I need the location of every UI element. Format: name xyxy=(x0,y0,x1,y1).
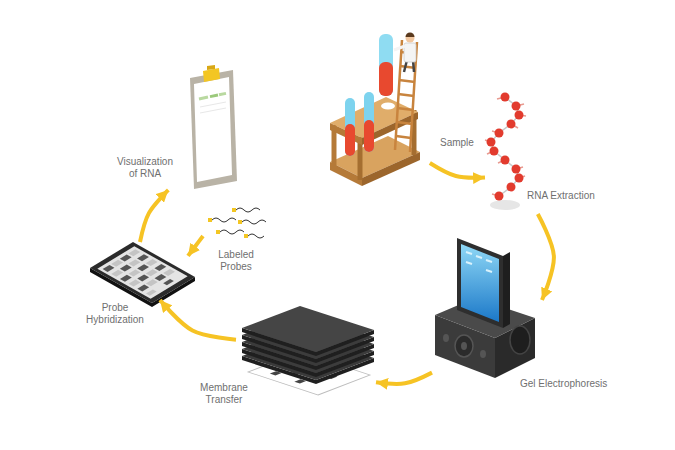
hybridization-tablet xyxy=(90,242,195,307)
labeled-probes xyxy=(212,208,266,238)
step-node: Gel Electrophoresis xyxy=(432,232,542,380)
step-label: Gel Electrophoresis xyxy=(520,378,607,390)
rna-strand xyxy=(485,93,526,211)
step-label: Labeled Probes xyxy=(213,249,259,273)
step-node: Membrane Transfer xyxy=(236,296,376,408)
gel-device xyxy=(435,238,535,378)
sample-rack xyxy=(330,34,420,186)
flow-arrow xyxy=(538,214,554,300)
scientist xyxy=(394,33,416,73)
step-label: Sample xyxy=(440,137,474,149)
ladder xyxy=(395,40,417,152)
step-node: Sample xyxy=(328,28,480,163)
step-node: Visualization of RNA xyxy=(112,62,240,190)
step-node: Probe Hybridization xyxy=(88,242,188,300)
flow-arrow xyxy=(160,300,236,340)
step-label: Visualization of RNA xyxy=(112,156,178,180)
clipboard xyxy=(190,65,237,189)
flow-arrow xyxy=(376,373,432,384)
flow-arrow xyxy=(188,236,203,256)
step-node: Labeled Probes xyxy=(203,203,269,278)
flow-arrow xyxy=(140,190,168,242)
flow-arrow xyxy=(430,163,485,178)
probe-labels xyxy=(208,208,248,238)
step-node: RNA Extraction xyxy=(485,92,595,214)
membrane-stack xyxy=(242,306,374,395)
step-label: Membrane Transfer xyxy=(196,382,252,406)
step-label: RNA Extraction xyxy=(527,190,595,202)
step-label: Probe Hybridization xyxy=(82,302,148,326)
